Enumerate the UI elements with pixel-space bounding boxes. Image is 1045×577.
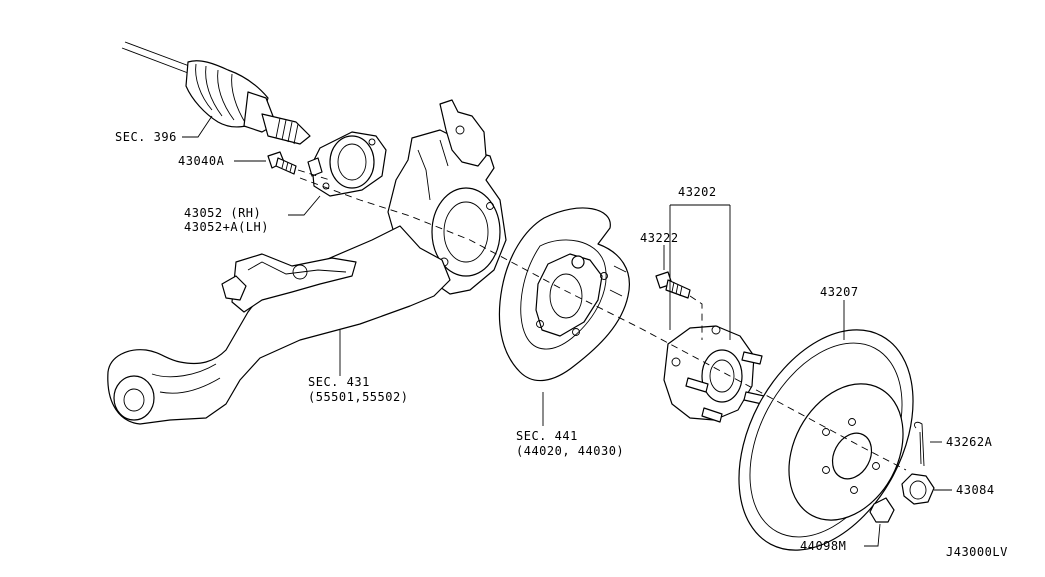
label-44098m: 44098M xyxy=(800,539,846,553)
label-sec431: SEC. 431 xyxy=(308,375,370,389)
label-43222: 43222 xyxy=(640,231,679,245)
plug-44098m xyxy=(869,497,895,523)
cotter-pin xyxy=(913,421,925,467)
bolt-43222 xyxy=(655,271,691,299)
label-43052-rh: 43052 (RH) xyxy=(184,206,261,220)
assembly-centerline xyxy=(299,177,907,471)
label-43040a: 43040A xyxy=(178,154,225,168)
bolt-43222-centerline xyxy=(689,295,703,340)
label-43052-lh: 43052+A(LH) xyxy=(184,220,269,234)
bearing-plate-43052 xyxy=(307,131,387,197)
hub-nut xyxy=(901,473,935,505)
bolt-centerline xyxy=(297,169,331,181)
label-sec441-sub: (44020, 44030) xyxy=(516,444,624,458)
label-sec431-sub: (55501,55502) xyxy=(308,390,408,404)
label-sec441: SEC. 441 xyxy=(516,429,578,443)
leader-lines xyxy=(182,115,952,547)
label-43262a: 43262A xyxy=(946,435,993,449)
label-43202: 43202 xyxy=(678,185,717,199)
drive-shaft xyxy=(121,41,311,145)
bolt-43040a xyxy=(267,151,297,175)
diagram-code: J43000LV xyxy=(946,545,1008,559)
dust-shield xyxy=(498,207,630,382)
label-sec396: SEC. 396 xyxy=(115,130,177,144)
hub-assembly xyxy=(663,325,765,423)
label-43084: 43084 xyxy=(956,483,995,497)
brake-rotor xyxy=(738,329,914,551)
label-43207: 43207 xyxy=(820,285,859,299)
lower-arm xyxy=(107,225,451,425)
